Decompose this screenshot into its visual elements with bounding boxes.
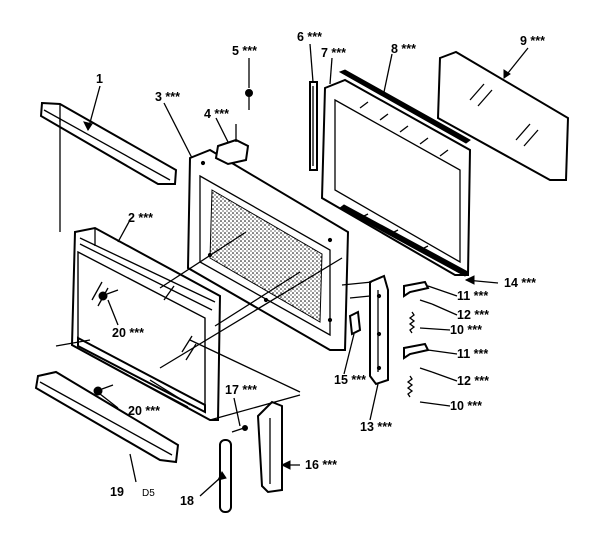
outer-door-panel-part-2 [70,226,222,421]
label-part-4: 4 *** [204,107,229,121]
label-part-13: 13 *** [360,420,392,434]
stop-block-part-15 [348,310,362,336]
label-part-11a: 11 *** [457,289,488,303]
assembly-lines [55,118,373,421]
label-part-10b: 10 *** [450,399,482,413]
label-part-2: 2 *** [128,211,153,225]
label-part-14: 14 *** [504,276,536,290]
label-part-17: 17 *** [225,383,257,397]
glass-panel-part-9 [436,50,570,181]
side-bracket-part-16 [256,400,283,494]
diagram-code: D5 [142,488,155,499]
screw-part-20-lower [93,384,114,396]
label-part-15: 15 *** [334,373,366,387]
label-part-3: 3 *** [155,90,180,104]
label-part-12b: 12 *** [457,374,489,388]
screw-part-20-upper [98,289,119,301]
label-part-11b: 11 *** [457,347,488,361]
screw-part-17 [231,425,248,433]
label-part-1: 1 [96,72,103,86]
leader-lines [87,43,529,497]
screw-part-5 [245,89,253,110]
inner-frame-part-8 [320,69,472,277]
hinge-pin-part-12 [419,299,433,373]
label-part-8: 8 *** [391,42,416,56]
label-part-19: 19 [110,485,124,499]
top-trim-part-1 [39,101,178,185]
door-frame-part-3 [186,148,350,351]
label-part-10a: 10 *** [450,323,482,337]
label-part-18: 18 [180,494,194,508]
hinge-arm-part-11 [403,280,430,360]
part-labels: 1 2 *** 3 *** 4 *** 5 *** 6 *** 7 *** 8 … [96,30,545,508]
side-strip-part-6 [309,81,318,171]
label-part-16: 16 *** [305,458,337,472]
label-part-20a: 20 *** [112,326,144,340]
spring-part-10 [406,311,416,398]
label-part-7: 7 *** [321,46,346,60]
label-part-12a: 12 *** [457,308,489,322]
bottom-trim-part-19 [34,370,180,464]
label-part-5: 5 *** [232,44,257,58]
label-part-20b: 20 *** [128,404,160,418]
label-part-6: 6 *** [297,30,322,44]
hinge-assembly-part-13 [369,274,389,386]
label-part-9: 9 *** [520,34,545,48]
hinge-bracket-part-4 [214,124,250,166]
arrowheads [83,69,511,481]
